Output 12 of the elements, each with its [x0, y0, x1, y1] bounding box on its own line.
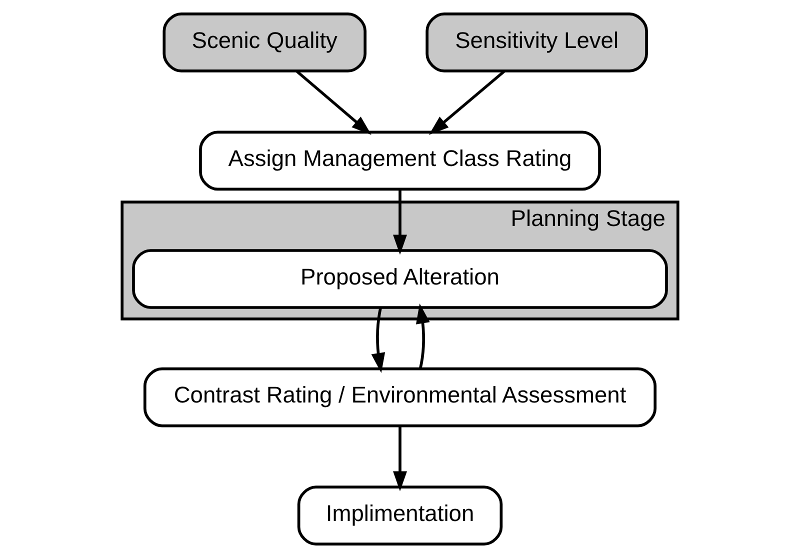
- node-box: Implimentation: [296, 486, 502, 546]
- arrow: [295, 70, 371, 135]
- node-box: Contrast Rating / Environmental Assessment: [142, 367, 656, 428]
- arrow: [428, 70, 505, 135]
- arrow: [392, 190, 406, 255]
- arrow: [370, 308, 385, 373]
- node-box: Proposed Alteration: [132, 249, 668, 309]
- node-box: Sensitivity Level: [425, 12, 648, 72]
- arrow: [392, 426, 406, 492]
- node-box: Scenic Quality: [162, 12, 366, 72]
- node-box: Assign Management Class Rating: [198, 130, 600, 191]
- arrow: [415, 304, 430, 369]
